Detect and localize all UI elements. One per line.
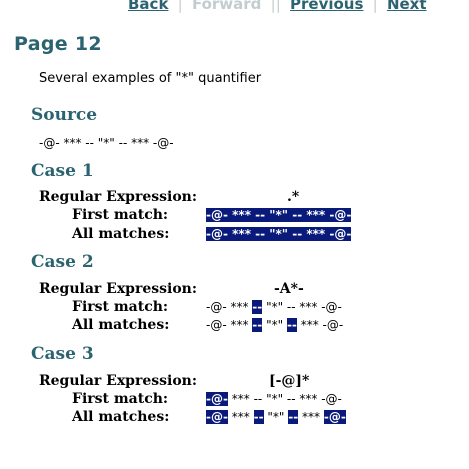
match-highlight: -@- *** -- "*" -- *** -@-	[206, 208, 352, 222]
intro-text: Several examples of "*" quantifier	[39, 71, 262, 86]
match-text: "*"	[262, 318, 287, 332]
match-text: "*" -- *** -@-	[262, 300, 342, 314]
match-text: ***	[298, 410, 324, 424]
case-1-heading: Case 1	[31, 161, 94, 181]
case-2-first-label: First match:	[72, 299, 169, 315]
top-navigation: Back | Forward || Previous | Next	[128, 0, 427, 13]
next-link[interactable]: Next	[386, 0, 427, 13]
forward-link: Forward	[191, 0, 262, 13]
match-text: -@- ***	[206, 318, 253, 332]
case-1-all-label: All matches:	[72, 226, 170, 242]
nav-separator: |	[177, 0, 183, 13]
match-highlight: -@- *** -- "*" -- *** -@-	[206, 227, 352, 241]
source-heading: Source	[31, 105, 98, 125]
case-3-first-match: -@- *** -- "*" -- *** -@-	[206, 391, 342, 407]
case-1-regex-value: .*	[287, 189, 300, 205]
match-highlight: -@-	[206, 392, 228, 406]
case-2-regex-label: Regular Expression:	[39, 281, 198, 297]
case-3-heading: Case 3	[31, 344, 94, 364]
case-3-regex-value: [-@]*	[269, 373, 310, 389]
back-link[interactable]: Back	[128, 0, 169, 13]
case-1-first-label: First match:	[72, 207, 169, 223]
source-text: -@- *** -- "*" -- *** -@-	[39, 136, 174, 150]
match-text: "*"	[263, 410, 289, 424]
page-title: Page 12	[14, 33, 102, 55]
case-2-first-match: -@- *** -- "*" -- *** -@-	[206, 299, 342, 315]
match-text: *** -- "*" -- *** -@-	[227, 392, 342, 406]
match-text: ***	[227, 410, 254, 424]
match-text: -@- ***	[206, 300, 253, 314]
match-highlight: -@-	[206, 410, 228, 424]
case-1-regex-label: Regular Expression:	[39, 189, 198, 205]
previous-link[interactable]: Previous	[290, 0, 364, 13]
case-3-first-label: First match:	[72, 391, 169, 407]
case-2-all-matches: -@- *** -- "*" -- *** -@-	[206, 317, 343, 333]
match-text: *** -@-	[296, 318, 344, 332]
match-highlight: --	[252, 318, 263, 332]
match-highlight: -@-	[323, 410, 346, 424]
match-highlight: --	[253, 410, 264, 424]
nav-separator: |	[372, 0, 378, 13]
case-3-all-label: All matches:	[72, 409, 170, 425]
match-highlight: --	[286, 318, 297, 332]
case-2-heading: Case 2	[31, 252, 94, 272]
case-3-regex-label: Regular Expression:	[39, 373, 198, 389]
case-3-all-matches: -@- *** -- "*" -- *** -@-	[206, 409, 346, 425]
match-highlight: --	[288, 410, 299, 424]
nav-separator: ||	[270, 0, 281, 13]
case-1-all-matches: -@- *** -- "*" -- *** -@-	[206, 226, 352, 242]
case-2-all-label: All matches:	[72, 317, 170, 333]
case-1-first-match: -@- *** -- "*" -- *** -@-	[206, 207, 352, 223]
match-highlight: --	[252, 300, 263, 314]
case-2-regex-value: -A*-	[274, 281, 304, 297]
